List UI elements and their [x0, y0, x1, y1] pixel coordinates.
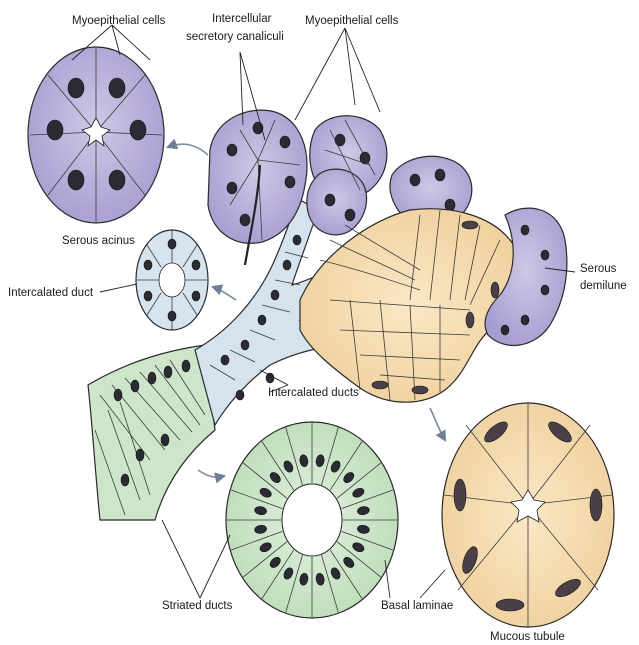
serous-acinus-mid	[307, 169, 367, 235]
serous-acinus-section	[28, 47, 164, 223]
label-intercalated-ducts: Intercalated ducts	[268, 387, 359, 399]
label-demilune: demilune	[580, 280, 627, 292]
intercalated-duct-section	[136, 230, 208, 330]
label-serous: Serous	[580, 263, 617, 275]
striated-duct-trunk	[88, 345, 215, 520]
striated-duct-section	[226, 422, 398, 618]
mucous-tubule-section	[442, 403, 614, 627]
label-intercalated-duct: Intercalated duct	[8, 287, 94, 299]
arrow-to-mucous-tubule	[430, 408, 445, 440]
label-myoepithelial-cells-left: Myoepithelial cells	[72, 15, 166, 27]
label-serous-acinus: Serous acinus	[62, 235, 135, 247]
label-basal-laminae: Basal laminae	[381, 600, 453, 612]
label-myoepithelial-cells-right: Myoepithelial cells	[305, 15, 399, 27]
label-secretory-canaliculi: secretory canaliculi	[186, 31, 284, 43]
label-intercellular: Intercellular	[212, 13, 272, 25]
label-mucous-tubule: Mucous tubule	[490, 631, 565, 643]
label-striated-ducts: Striated ducts	[162, 600, 233, 612]
arrow-to-serous-acinus	[168, 144, 208, 155]
arrow-to-intercalated-duct	[213, 287, 236, 300]
arrow-to-striated-duct	[198, 470, 224, 477]
